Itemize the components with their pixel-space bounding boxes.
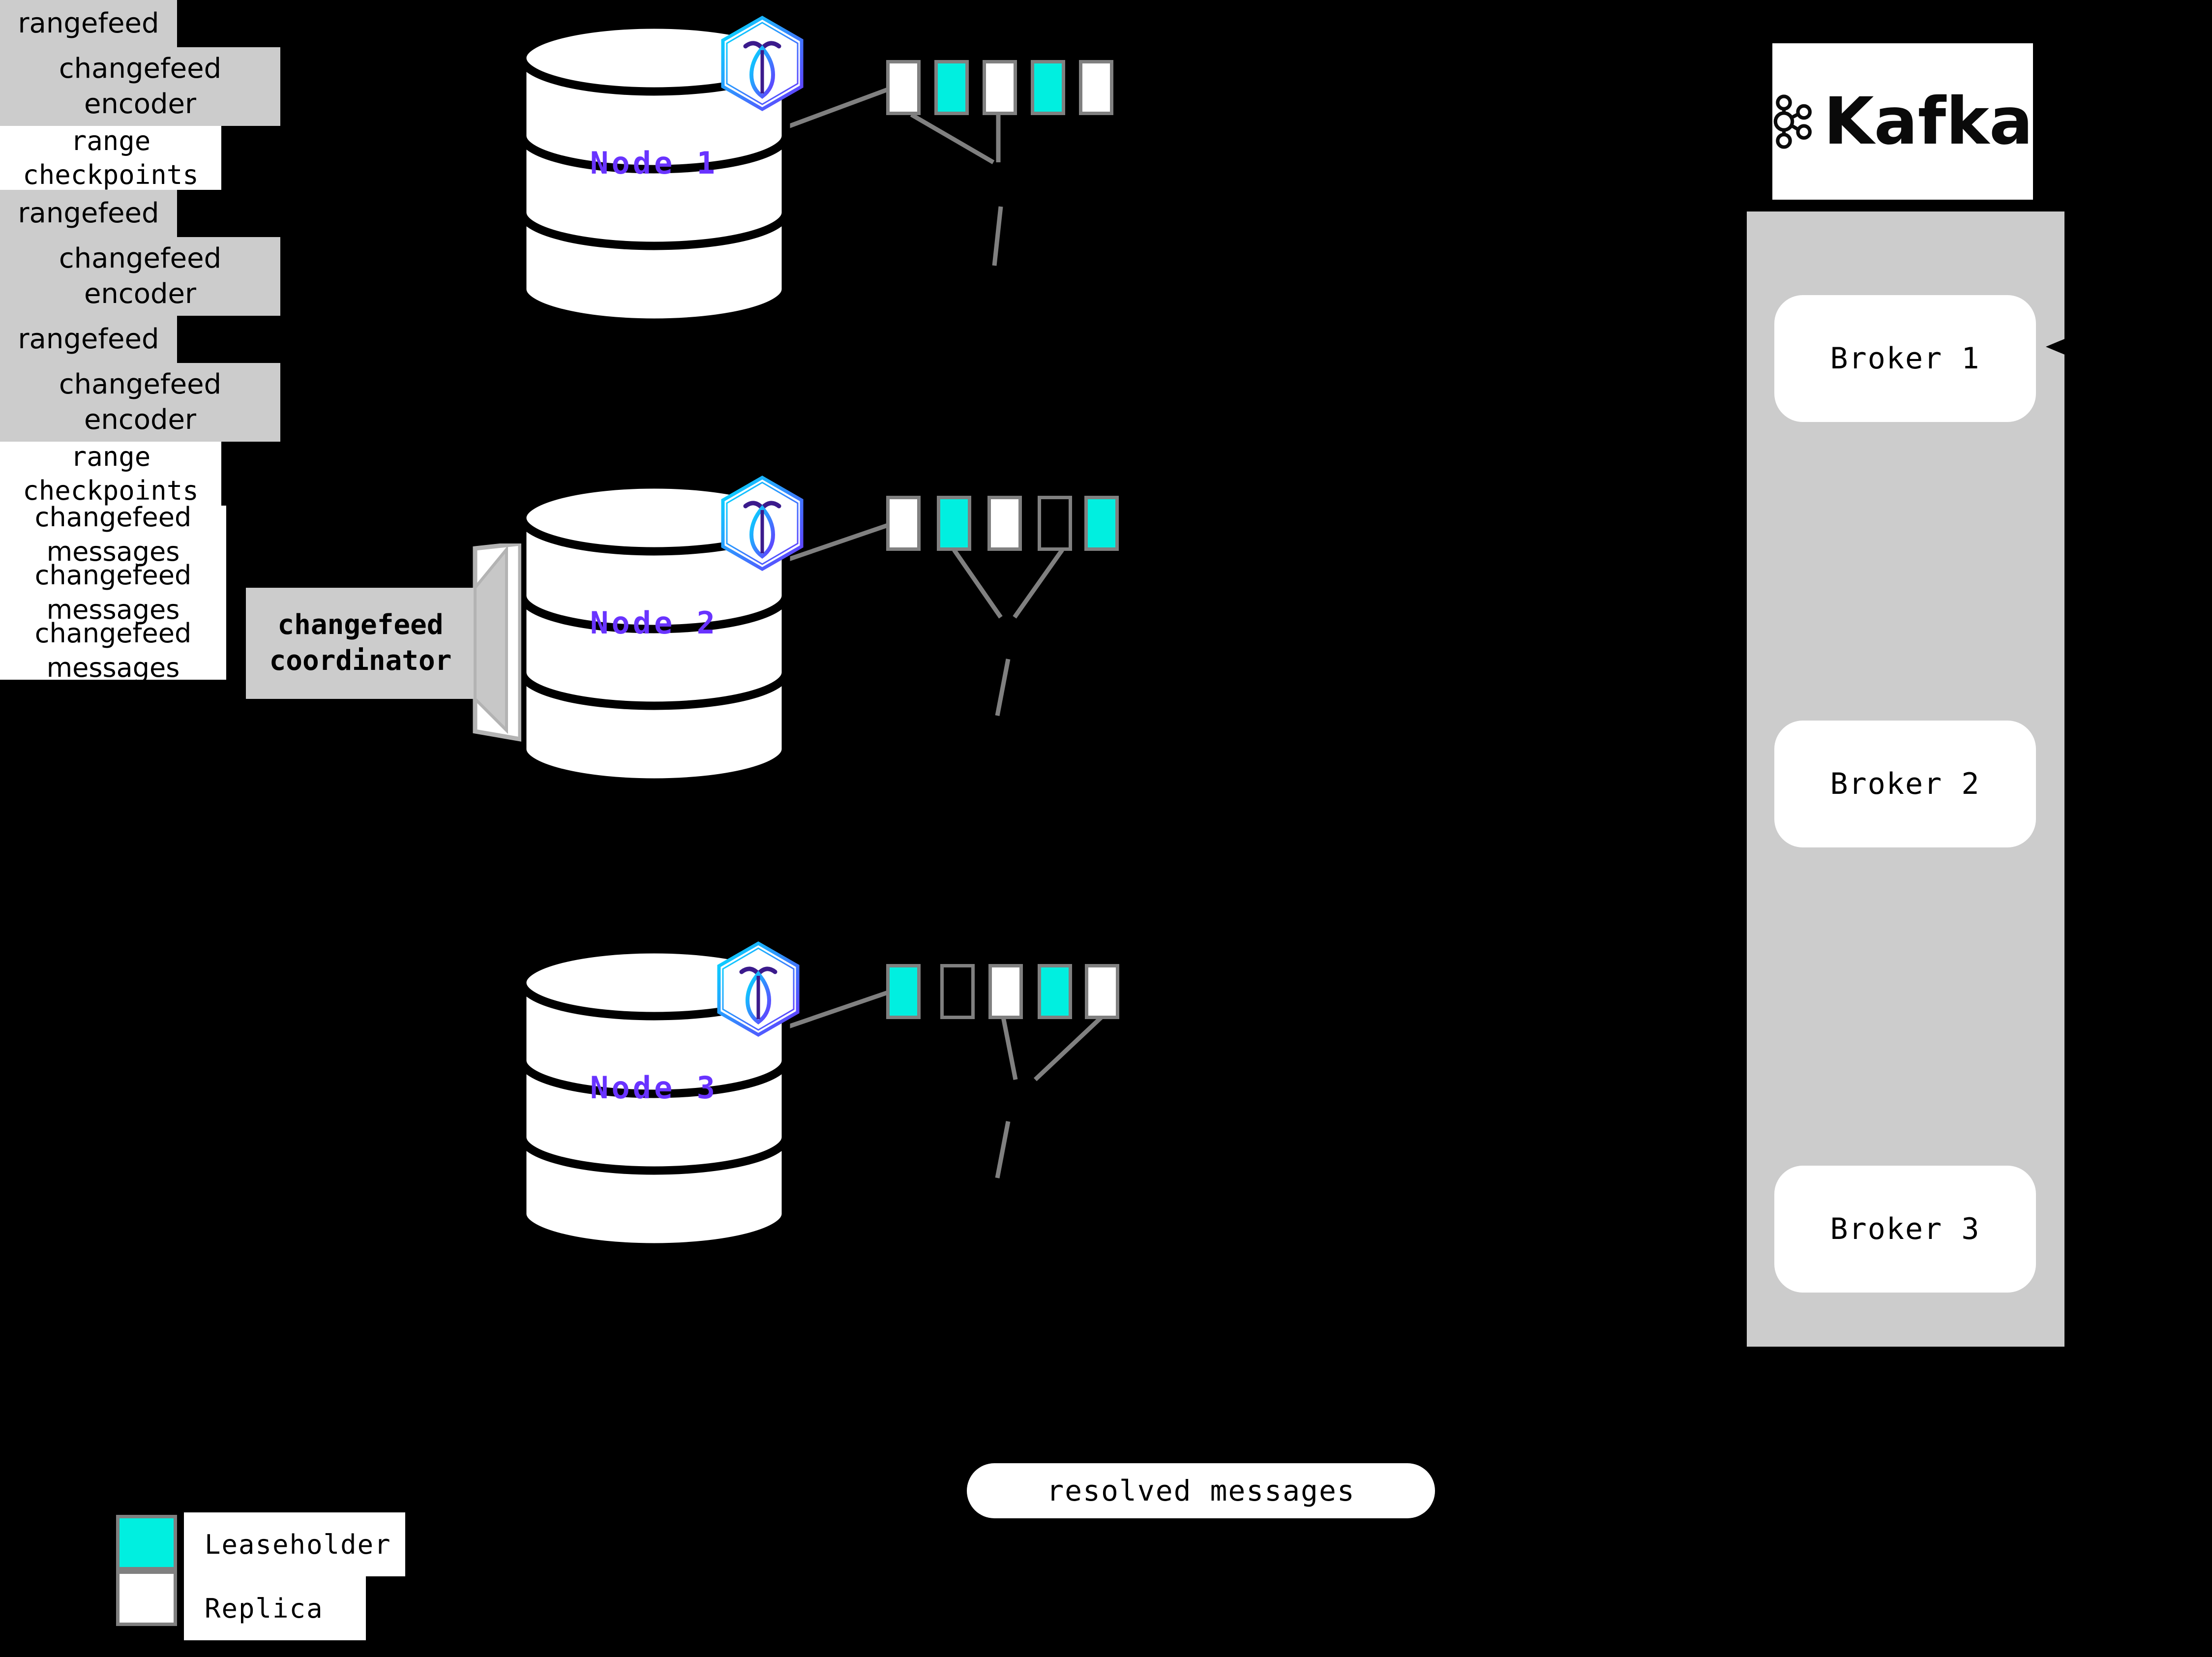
node-2-rangefeed-box[interactable]: rangefeed bbox=[0, 190, 177, 237]
legend-label-replica: Replica bbox=[184, 1576, 366, 1640]
range-box[interactable] bbox=[987, 496, 1022, 551]
legend-swatch-replica bbox=[116, 1570, 177, 1626]
range-box[interactable] bbox=[1085, 964, 1119, 1019]
changefeed-messages-label-3: changefeed messages bbox=[0, 618, 226, 683]
cockroachdb-logo-icon-node-1 bbox=[718, 15, 807, 113]
node-3-range-checkpoints-label: range checkpoints bbox=[0, 441, 221, 506]
range-box[interactable] bbox=[1084, 496, 1119, 551]
kafka-inbound-arrow-icon bbox=[2046, 337, 2069, 357]
node-3-rangefeed-box[interactable]: rangefeed bbox=[0, 316, 177, 363]
range-box[interactable] bbox=[1079, 60, 1113, 115]
legend-swatch-leaseholder bbox=[116, 1515, 177, 1570]
cockroachdb-logo-icon-node-2 bbox=[718, 475, 807, 573]
node-1-rangefeed-box[interactable]: rangefeed bbox=[0, 0, 177, 47]
range-box[interactable] bbox=[886, 964, 921, 1019]
broker-1[interactable]: Broker 1 bbox=[1774, 295, 2036, 422]
node-1-label: Node 1 bbox=[590, 145, 718, 181]
changefeed-coordinator-label[interactable]: changefeed coordinator bbox=[269, 609, 452, 677]
range-box[interactable] bbox=[886, 496, 921, 551]
range-box[interactable] bbox=[934, 60, 969, 115]
node-2-changefeed-encoder-box[interactable]: changefeed encoder bbox=[0, 237, 280, 316]
range-box[interactable] bbox=[886, 60, 921, 115]
node-1-cylinder: Node 1 bbox=[516, 20, 792, 330]
cockroachdb-logo-icon-node-3 bbox=[714, 940, 803, 1039]
range-box[interactable] bbox=[988, 964, 1023, 1019]
changefeed-coordinator-banner bbox=[246, 541, 523, 745]
kafka-node-graph-icon bbox=[1773, 94, 1812, 149]
range-box[interactable] bbox=[1038, 496, 1072, 551]
node-1-changefeed-encoder-box[interactable]: changefeed encoder bbox=[0, 47, 280, 126]
range-box[interactable] bbox=[940, 964, 975, 1019]
legend-label-leaseholder: Leaseholder bbox=[184, 1512, 405, 1576]
broker-2[interactable]: Broker 2 bbox=[1774, 721, 2036, 847]
changefeed-messages-label-1: changefeed messages bbox=[0, 502, 226, 567]
changefeed-messages-label-2: changefeed messages bbox=[0, 560, 226, 625]
node-1-range-checkpoints-label: range checkpoints bbox=[0, 125, 221, 190]
node-2-cylinder: Node 2 bbox=[516, 480, 792, 789]
kafka-logo: Kafka bbox=[1772, 43, 2033, 200]
resolved-messages-pill[interactable]: resolved messages bbox=[967, 1463, 1435, 1518]
range-box[interactable] bbox=[937, 496, 971, 551]
node-3-label: Node 3 bbox=[590, 1070, 718, 1106]
range-box[interactable] bbox=[1038, 964, 1072, 1019]
node-3-changefeed-encoder-box[interactable]: changefeed encoder bbox=[0, 363, 280, 442]
node-2-label: Node 2 bbox=[590, 605, 718, 641]
broker-3[interactable]: Broker 3 bbox=[1774, 1166, 2036, 1293]
range-box[interactable] bbox=[1031, 60, 1065, 115]
kafka-wordmark: Kafka bbox=[1823, 84, 2033, 159]
range-box[interactable] bbox=[983, 60, 1017, 115]
